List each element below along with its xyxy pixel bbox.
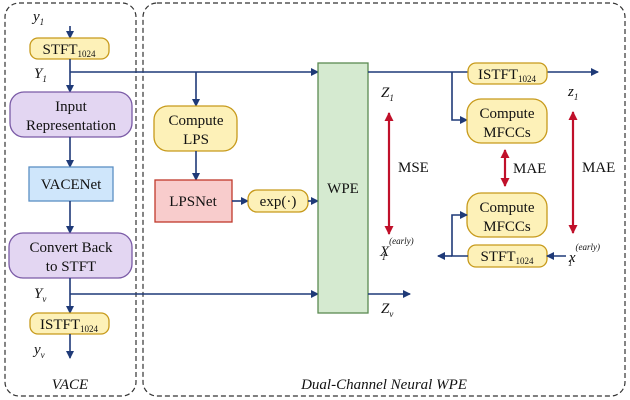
wpe-region — [142, 2, 626, 397]
mfcc-bottom-label-1: Compute — [480, 200, 535, 216]
wpe-region-title: Dual-Channel Neural WPE — [300, 377, 467, 393]
compute-lps-label-2: LPS — [183, 132, 209, 148]
istft-vace-label: ISTFT1024 — [40, 317, 99, 334]
Y1-label: Y1 — [34, 66, 47, 84]
input-y1-label: y1 — [31, 9, 44, 27]
z1-label: z1 — [567, 84, 578, 102]
stft-wpe-label: STFT1024 — [480, 249, 534, 266]
lpsnet-label: LPSNet — [169, 194, 217, 210]
output-yv-label: yv — [32, 342, 45, 360]
mfcc-top-label-2: MFCCs — [483, 125, 531, 141]
compute-lps-label-1: Compute — [169, 113, 224, 129]
x1-early-label: x(early)1 — [568, 242, 600, 268]
input-representation-box — [9, 91, 133, 138]
mae-inner-label: MAE — [513, 161, 546, 177]
arrow-Z1-mfcc-top — [451, 72, 468, 124]
convert-back-label-2: to STFT — [46, 259, 96, 275]
stft-top-label: STFT1024 — [42, 42, 96, 59]
input-representation-label-2: Representation — [26, 118, 116, 134]
istft-wpe-label: ISTFT1024 — [478, 67, 537, 84]
istft-wpe-box — [467, 62, 548, 85]
mfcc-bottom-label-2: MFCCs — [483, 219, 531, 235]
Yv-label: Yv — [34, 286, 46, 304]
Z1-label: Z1 — [381, 85, 394, 103]
input-representation-label-1: Input — [55, 99, 87, 115]
exp-label: exp(·) — [260, 194, 297, 210]
mfcc-top-box — [466, 98, 548, 144]
Zv-label: Zv — [381, 301, 393, 319]
vace-region-title: VACE — [52, 377, 88, 393]
wpe-box — [317, 62, 369, 314]
vacenet-label: VACENet — [41, 177, 102, 193]
arrow-stft-mfcc-bottom — [451, 211, 468, 257]
mfcc-top-label-1: Compute — [480, 106, 535, 122]
mae-outer-label: MAE — [582, 160, 615, 176]
vacenet-box — [28, 166, 114, 202]
vace-region — [4, 2, 137, 397]
wpe-label: WPE — [327, 181, 359, 197]
lpsnet-box — [154, 179, 233, 223]
X1-early-label: X(early)1 — [379, 236, 414, 262]
convert-back-label-1: Convert Back — [30, 240, 113, 256]
mse-label: MSE — [398, 160, 429, 176]
